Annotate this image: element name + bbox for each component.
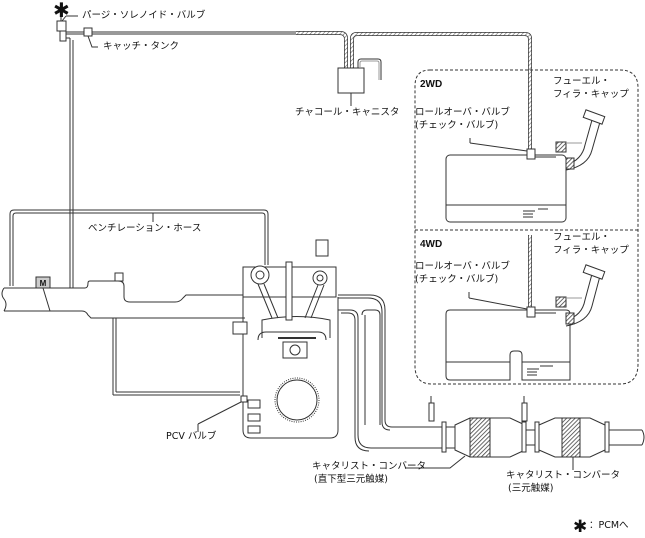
legend-asterisk-icon: ✱ — [573, 517, 588, 537]
airflow-meter-label: M — [40, 279, 47, 288]
catalytic-converter-1 — [454, 417, 540, 458]
legend-text: ：PCMへ — [589, 520, 629, 531]
oxygen-sensor-2 — [521, 396, 528, 422]
label-fuel-filler-cap-2wd-1: フューエル・ — [553, 76, 611, 87]
rollover-valve-4wd — [526, 306, 536, 318]
rollover-valve-2wd — [526, 148, 536, 160]
leader-cat1 — [405, 455, 466, 469]
exhaust-pipes — [338, 294, 455, 453]
leader-catch-tank — [87, 35, 98, 48]
label-catch-tank: キャッチ・タンク — [103, 41, 180, 52]
fuel-tank-region — [414, 69, 639, 385]
pcm-asterisk-icon: ✱ — [53, 0, 70, 22]
purge-line — [66, 31, 336, 35]
label-charcoal-canister: チャコール・キャニスタ — [295, 107, 400, 118]
label-pcv-valve: PCV バルブ — [166, 431, 217, 442]
label-cat-converter-1: キャタリスト・コンバータ — [312, 461, 427, 472]
label-fuel-filler-cap-4wd-2: フィラ・キャップ — [553, 245, 629, 256]
charcoal-canister — [337, 58, 382, 106]
label-rollover-valve-2wd: ロールオーバ・バルブ — [415, 107, 510, 118]
intake-pipe — [1, 272, 245, 396]
label-check-valve-4wd: (チェック・バルブ) — [415, 274, 499, 285]
ventilation-hose — [9, 209, 269, 286]
label-fuel-filler-cap-4wd-1: フューエル・ — [553, 232, 611, 243]
engine — [232, 239, 339, 439]
purge-to-intake-line — [66, 37, 74, 288]
label-rollover-valve-4wd: ロールオーバ・バルブ — [415, 261, 510, 272]
leader-pcv — [197, 401, 242, 425]
label-purge-solenoid-valve: パージ・ソレノイド・バルブ — [82, 10, 206, 21]
catalytic-converter-2 — [538, 417, 645, 458]
label-4wd: 4WD — [420, 239, 443, 250]
oxygen-sensor-1 — [428, 396, 435, 422]
label-cat-converter-2-type: (三元触媒) — [508, 483, 554, 494]
label-cat-converter-1-type: (直下型三元触媒) — [314, 474, 388, 485]
label-check-valve-2wd: (チェック・バルブ) — [415, 120, 499, 131]
canister-hoses — [296, 31, 532, 313]
label-ventilation-hose: ベンチレーション・ホース — [88, 223, 202, 234]
purge-solenoid-valve — [56, 12, 67, 42]
fuel-tank-4wd — [445, 264, 606, 381]
label-2wd: 2WD — [420, 79, 443, 90]
label-cat-converter-2: キャタリスト・コンバータ — [506, 470, 621, 481]
label-fuel-filler-cap-2wd-2: フィラ・キャップ — [553, 89, 629, 100]
fuel-tank-2wd — [445, 109, 606, 223]
catch-tank — [83, 27, 93, 37]
